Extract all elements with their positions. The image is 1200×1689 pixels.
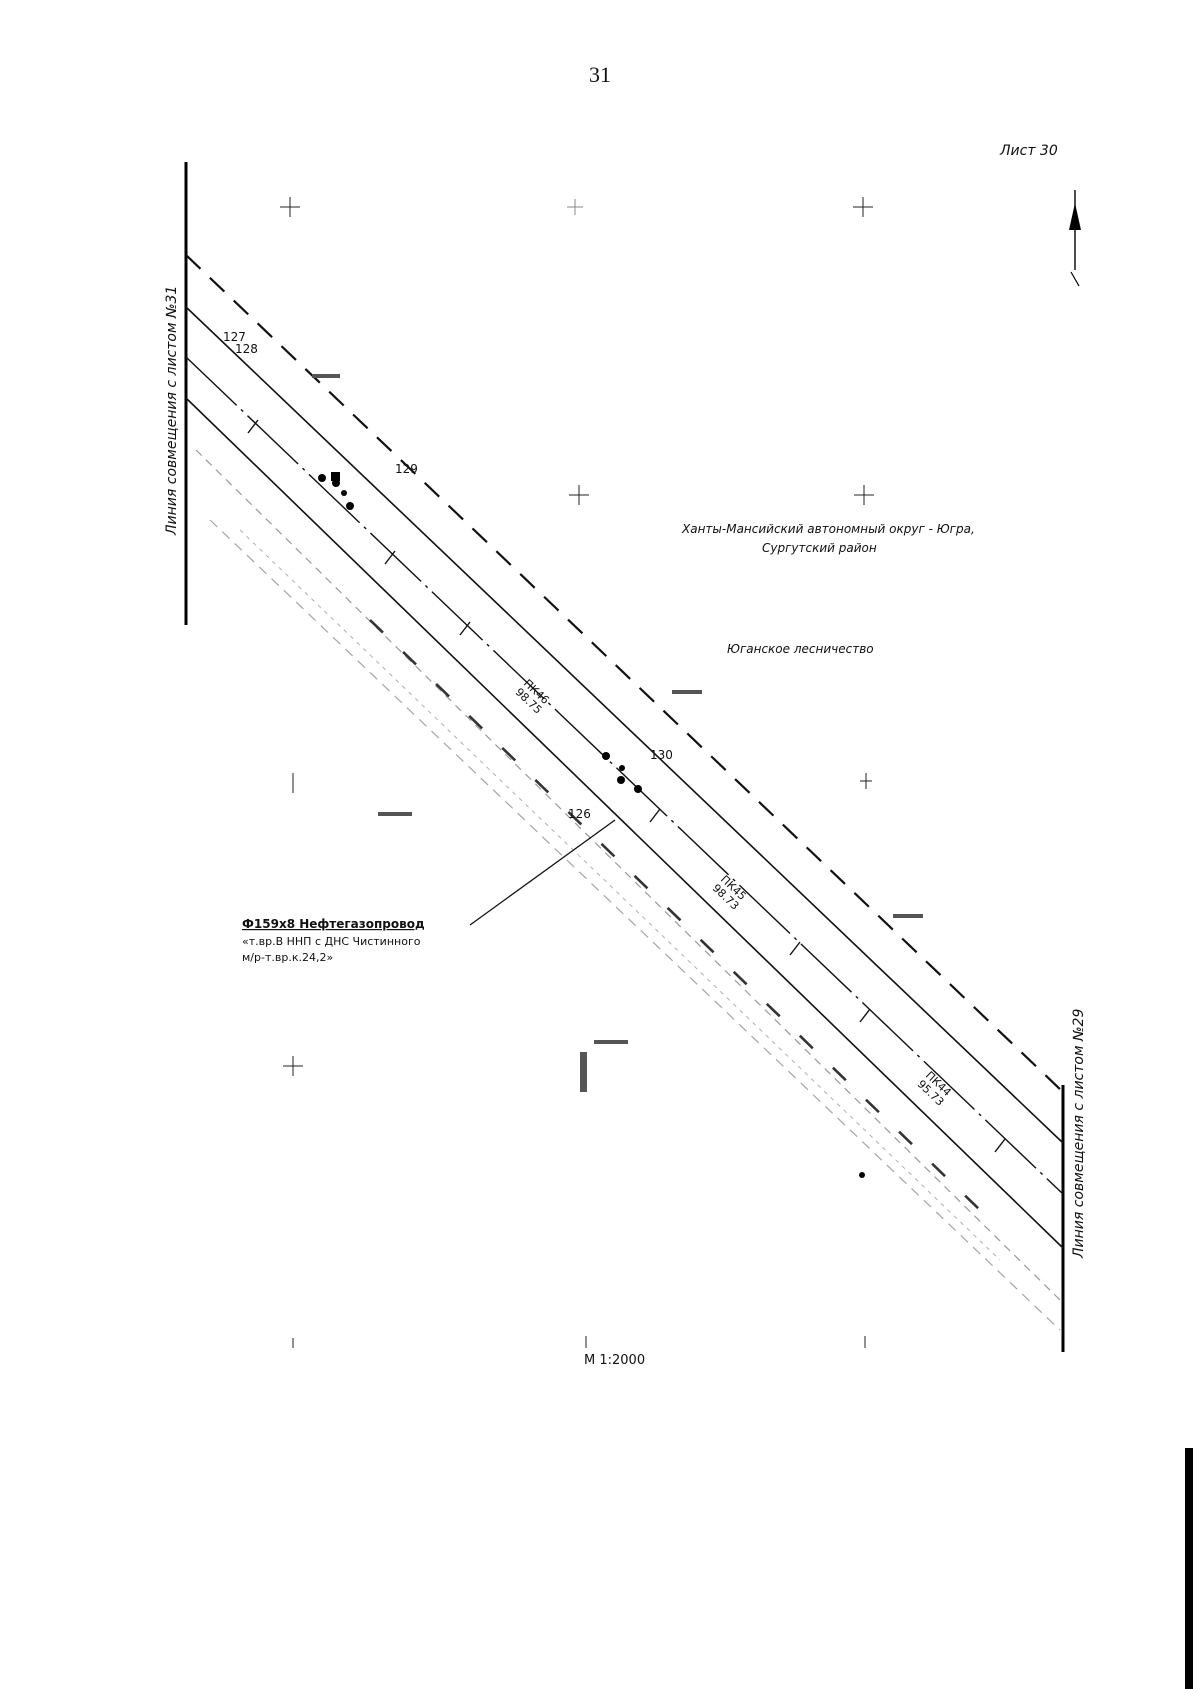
grid-cross (567, 199, 583, 215)
picket-pk46: ПК46 98.75 (513, 677, 552, 717)
picket-pk44: ПК44 95.73 (915, 1069, 954, 1109)
boundary-solid-lower (185, 397, 1064, 1249)
faint-line-3 (239, 529, 1001, 1261)
grid-cross (280, 197, 300, 217)
scan-edge-bar (1185, 1448, 1193, 1689)
vegetation-symbols (312, 374, 923, 1092)
boundary-label-130: 130 (650, 748, 673, 762)
forestry-label: Юганское лесничество (727, 642, 874, 656)
grid-cross (853, 197, 873, 217)
grid-cross (569, 485, 589, 505)
region-label-line1: Ханты-Мансийский автономный округ - Югра… (681, 522, 975, 536)
marker-cluster-lower (602, 752, 865, 1178)
picket-pk45: ПК45 98.73 (710, 873, 749, 913)
faint-line-2 (209, 519, 1061, 1331)
scale-label: М 1:2000 (584, 1353, 645, 1368)
axis-ticks (247, 419, 1006, 1153)
pipeline-callout-title: Ф159х8 Нефтегазопровод (242, 917, 425, 931)
region-label-line2: Сургутский район (762, 541, 877, 555)
north-arrow (1069, 190, 1081, 287)
grid-cross (860, 773, 872, 789)
boundary-label-126: 126 (568, 807, 591, 821)
dashed-bottom (369, 619, 981, 1211)
match-line-left-label: Линия совмещения с листом №31 (164, 286, 180, 536)
pipeline-callout-line2: «т.вр.В ННП с ДНС Чистинного (242, 935, 421, 948)
sheet-label: Лист 30 (1000, 143, 1058, 159)
grid-cross (283, 1056, 303, 1076)
faint-line-1 (195, 449, 1061, 1301)
boundary-dashed-top (185, 254, 1064, 1093)
callout-leader (469, 819, 616, 926)
grid-cross (854, 485, 874, 505)
boundary-solid-upper (185, 306, 1064, 1144)
page-number: 31 (589, 62, 611, 87)
pipeline-callout-line3: м/р-т.вр.к.24,2» (242, 951, 333, 964)
marker-cluster-upper (318, 472, 354, 510)
boundary-label-129: 129 (395, 462, 418, 476)
grid-crosses (280, 197, 874, 1348)
boundary-label-127: 127 (223, 330, 246, 344)
boundary-label-128: 128 (235, 342, 258, 356)
pipeline-axis (185, 356, 1064, 1195)
corridor-lines (185, 254, 1064, 1331)
match-line-right-label: Линия совмещения с листом №29 (1071, 1009, 1087, 1259)
